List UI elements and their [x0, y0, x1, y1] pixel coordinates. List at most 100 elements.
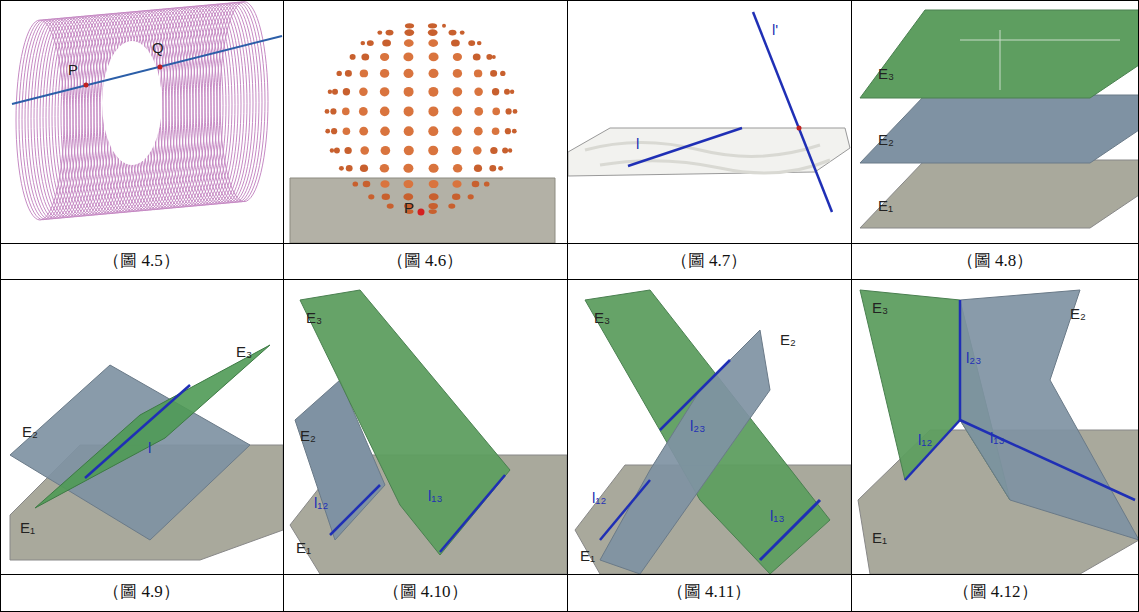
figure-caption: （圖 4.12）: [851, 582, 1139, 602]
sphere-dot: [492, 88, 499, 95]
figure-caption: （圖 4.10）: [283, 582, 567, 602]
figure-caption: （圖 4.5）: [0, 251, 283, 271]
point: [158, 65, 163, 70]
sphere-dot: [428, 29, 438, 36]
figure-label: P: [404, 200, 414, 217]
sphere-dot: [359, 107, 368, 116]
sphere-dot: [337, 71, 342, 76]
sphere-dot: [403, 164, 413, 173]
sphere-dot: [331, 128, 337, 134]
sphere-dot: [448, 204, 455, 209]
sphere-dot: [428, 203, 438, 209]
figure-label: l₁₃: [990, 430, 1005, 447]
sphere-dot: [452, 180, 461, 188]
sphere-dot: [353, 181, 359, 186]
plane: [860, 95, 1139, 163]
figure-label: E₃: [878, 66, 894, 83]
sphere-dot: [346, 165, 353, 171]
sphere-dot: [377, 30, 382, 34]
cylinder: [16, 2, 268, 220]
sphere-dot: [428, 146, 438, 156]
cylinder-ring: [220, 2, 268, 202]
figure-label: l: [148, 440, 151, 457]
plane-texture: [585, 143, 830, 173]
figure-label: l₁₃: [770, 508, 785, 525]
sphere-dot: [382, 40, 391, 47]
sphere-dot: [404, 39, 414, 47]
intersection-line: [600, 480, 650, 540]
sphere-dot: [380, 127, 390, 136]
sphere-dot: [342, 108, 350, 116]
sphere-dot: [339, 166, 344, 171]
sphere-dot: [404, 69, 414, 78]
sphere-dot: [451, 40, 460, 47]
figure-caption: （圖 4.6）: [283, 251, 567, 271]
sphere-dot: [381, 146, 391, 155]
sphere-dot: [359, 127, 368, 136]
sphere-dot: [453, 53, 462, 61]
sphere-dot: [343, 127, 351, 135]
sphere-dot: [368, 194, 374, 199]
figure-label: l₁₂: [314, 495, 328, 512]
sphere-dot: [405, 23, 414, 28]
sphere-dot: [452, 194, 460, 201]
sphere-dot: [360, 70, 368, 78]
sphere-dot: [428, 39, 438, 47]
sphere-dot: [506, 108, 512, 114]
sphere-dot: [508, 148, 512, 152]
sphere-dot: [360, 146, 369, 154]
plane: [300, 290, 510, 555]
figure-label: E₂: [1070, 306, 1086, 323]
figure-label: l₁₂: [918, 432, 932, 449]
sphere-dot: [360, 165, 368, 173]
figure-label: E₂: [878, 132, 894, 149]
sphere-dot: [404, 126, 414, 136]
sphere-dot: [513, 109, 518, 114]
sphere-dot: [325, 109, 330, 114]
sphere-dot: [428, 87, 438, 97]
sphere-dot: [484, 181, 490, 186]
sphere-dot: [492, 55, 496, 59]
figure-label: E₃: [872, 300, 888, 317]
sphere-dot: [429, 193, 439, 200]
sphere-dot: [502, 148, 508, 154]
sphere-dot: [367, 40, 374, 46]
sphere-dot: [453, 87, 463, 96]
sphere-dot: [404, 106, 414, 116]
sphere-dot: [492, 108, 500, 116]
sphere-dot: [345, 70, 352, 77]
sphere-dot: [490, 147, 497, 154]
figure-label: E₁: [296, 540, 311, 557]
figure-label: E₁: [872, 530, 887, 547]
line: [753, 12, 832, 212]
sphere-dot: [404, 146, 414, 156]
sphere-dot: [382, 194, 390, 201]
figure-label: E₂: [300, 428, 316, 445]
sphere-dot: [486, 54, 492, 60]
sphere-dot: [429, 209, 437, 214]
sphere-dot: [428, 126, 438, 136]
figure-caption: （圖 4.7）: [567, 251, 851, 271]
sphere-dot: [428, 23, 437, 28]
sphere-dot: [500, 71, 505, 76]
plane: [960, 290, 1139, 540]
sphere-dot: [429, 164, 439, 173]
tangent-point: [418, 209, 425, 216]
figure-label: E₂: [22, 424, 38, 441]
sphere-dot: [403, 53, 413, 62]
cylinder-opening: [102, 41, 162, 165]
figure-label: E₂: [780, 332, 796, 349]
sphere-dot: [344, 147, 351, 154]
figure-label: E₁: [20, 520, 35, 537]
plane: [585, 290, 830, 574]
sphere-dot: [380, 53, 389, 61]
intersection-line: [959, 300, 962, 420]
sphere-dot: [380, 107, 390, 117]
cylinder-ring: [214, 2, 262, 202]
sphere-dot: [442, 24, 446, 28]
sphere-dot: [328, 90, 332, 94]
sphere-dot: [343, 88, 350, 95]
sphere-dot: [474, 107, 483, 116]
sphere-dot: [325, 129, 330, 134]
sphere-dot: [363, 181, 371, 188]
